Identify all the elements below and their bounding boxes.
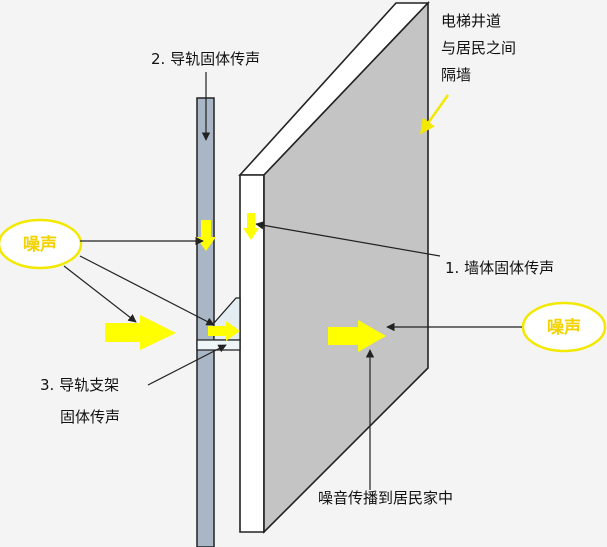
rail-path-label: 2. 导轨固体传声	[151, 50, 260, 68]
leader-bracket-label	[147, 344, 227, 386]
noise-arrow-outgoing	[328, 320, 386, 352]
text-labels: 电梯井道 与居民之间 隔墙 2. 导轨固体传声 1. 墙体固体传声 3. 导轨支…	[40, 12, 554, 507]
wall-label-line3: 隔墙	[441, 66, 471, 84]
noise-source-left: 噪声	[0, 218, 83, 270]
resident-label: 噪音传播到居民家中	[318, 489, 453, 507]
wall-front-face	[263, 1, 429, 534]
noise-arrow-wall-down	[243, 213, 259, 240]
shaft-wall	[238, 1, 430, 534]
noise-label-right: 噪声	[547, 317, 581, 338]
bracket-label-line1: 3. 导轨支架	[40, 376, 119, 394]
noise-arrows	[105, 94, 450, 352]
leader-lines	[63, 72, 522, 490]
bracket-label-line2: 固体传声	[60, 408, 120, 426]
noise-ellipse-right	[521, 301, 607, 353]
wall-path-label: 1. 墙体固体传声	[445, 259, 554, 277]
noise-label-left: 噪声	[23, 234, 57, 255]
guide-rail	[196, 97, 215, 547]
noise-arrow-incoming	[105, 315, 176, 350]
leader-noise-to-bracket	[79, 255, 215, 326]
wall-label-line1: 电梯井道	[441, 12, 501, 30]
noise-arrow-bracket	[208, 321, 240, 341]
leader-noise-to-arrow	[63, 265, 137, 323]
noise-ellipse-left	[0, 218, 83, 270]
leader-wall-label	[255, 221, 441, 257]
noise-source-right: 噪声	[521, 301, 607, 353]
wall-label-line2: 与居民之间	[441, 39, 516, 57]
wall-label-pointer	[419, 94, 450, 135]
